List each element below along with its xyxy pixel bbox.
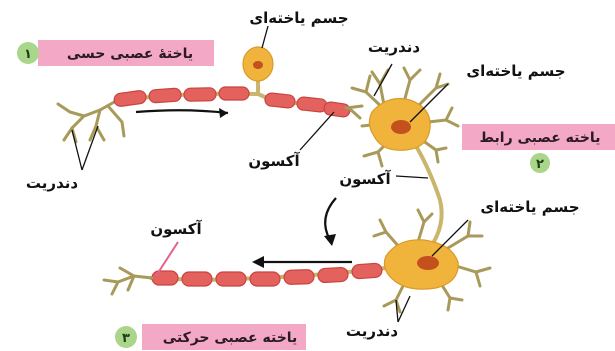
sensory-cell-body — [243, 47, 273, 81]
interneuron — [352, 68, 458, 248]
left-arrow-icon — [252, 256, 352, 268]
badge-motor-number: ۳ — [122, 331, 130, 346]
badge-interneuron-number: ۲ — [536, 157, 544, 172]
sensory-myelin — [113, 87, 350, 118]
motor-cell-body — [384, 240, 458, 289]
label-cell-body-top: جسم یاخته‌ای — [249, 9, 348, 27]
tag-motor-label: یاخته عصبی حرکتی — [163, 330, 298, 346]
sensory-dendrites — [58, 101, 124, 142]
motor-axon-terminal — [104, 268, 152, 294]
interneuron-cell-body — [369, 99, 430, 151]
badge-sensory-number: ۱ — [24, 47, 32, 62]
motor-myelin — [152, 263, 382, 286]
tag-sensory-label: یاختهٔ عصبی حسی — [67, 46, 193, 62]
label-axon-middle: آکسون — [248, 152, 300, 170]
label-dendrite-bottom: دندریت — [346, 322, 398, 340]
curved-down-arrow-icon — [324, 198, 336, 246]
tag-sensory: یاختهٔ عصبی حسی ۱ — [17, 40, 214, 66]
label-cell-body-lower: جسم یاخته‌ای — [480, 198, 579, 216]
tag-interneuron-label: یاخته عصبی رابط — [480, 130, 601, 146]
label-axon-left: آکسون — [150, 220, 202, 238]
tag-motor: یاخته عصبی حرکتی ۳ — [115, 324, 306, 350]
right-arrow-icon — [136, 108, 228, 118]
label-axon-right: آکسون — [339, 170, 391, 188]
tag-interneuron: یاخته عصبی رابط ۲ — [462, 124, 615, 173]
label-dendrite-left: دندریت — [26, 174, 78, 192]
label-dendrite-top: دندریت — [368, 38, 420, 56]
label-cell-body-right: جسم یاخته‌ای — [466, 62, 565, 80]
